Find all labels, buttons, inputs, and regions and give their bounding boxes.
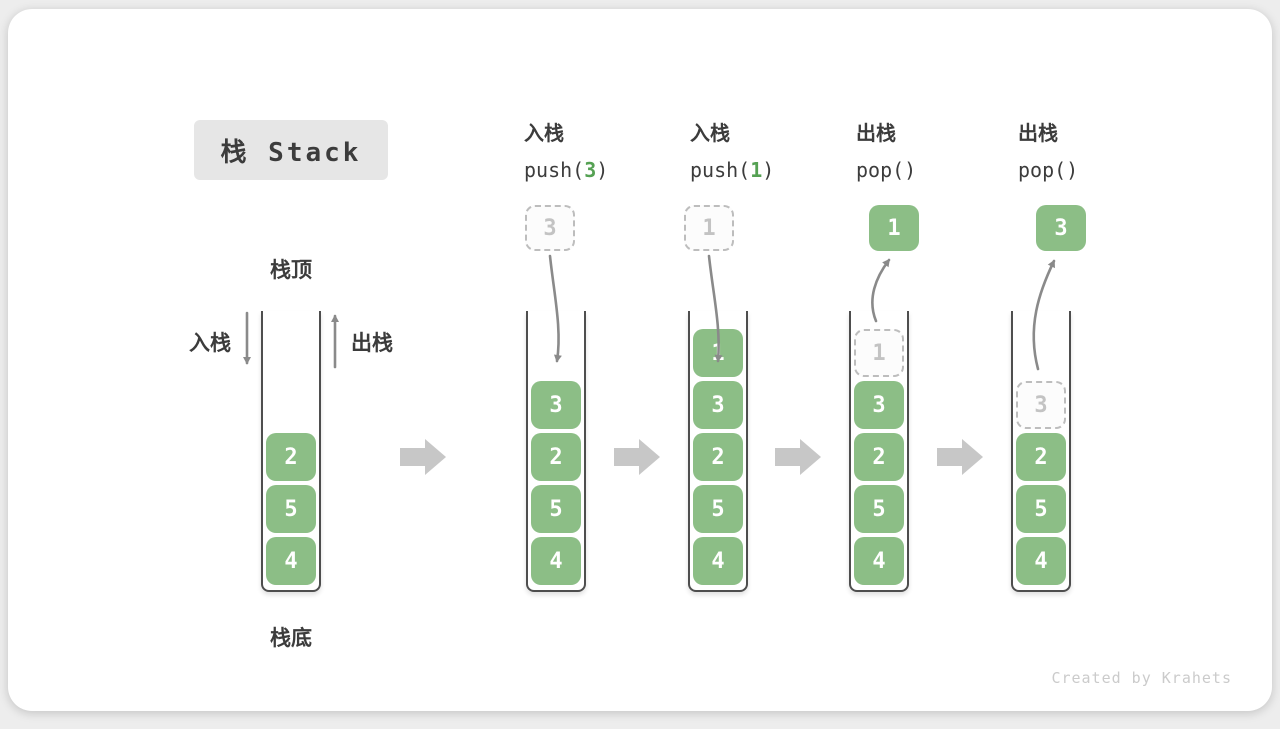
stack-slot-value: 3 xyxy=(531,381,581,429)
column-header-op-label: 出栈 xyxy=(856,121,896,145)
next-state-block-arrow xyxy=(937,439,983,475)
column-header-push-1: 入栈 push(1) xyxy=(690,115,774,189)
stack-slot-value: 3 xyxy=(854,381,904,429)
stack-top-label: 栈顶 xyxy=(270,258,312,282)
push-side-label: 入栈 xyxy=(189,331,231,355)
stack-slot-value: 4 xyxy=(531,537,581,585)
pending-push-value: 1 xyxy=(684,205,734,251)
column-header-code: pop() xyxy=(856,152,916,189)
popped-value: 1 xyxy=(869,205,919,251)
code-prefix: pop( xyxy=(856,158,905,182)
stack-slot-value: 5 xyxy=(266,485,316,533)
stack-slot-value: 4 xyxy=(854,537,904,585)
code-suffix: ) xyxy=(904,158,917,182)
stack-slot-value: 4 xyxy=(1016,537,1066,585)
column-header-op-label: 入栈 xyxy=(524,121,564,145)
pop-side-label: 出栈 xyxy=(351,331,393,355)
code-prefix: pop( xyxy=(1018,158,1067,182)
stack-slot-value: 5 xyxy=(1016,485,1066,533)
popped-value: 3 xyxy=(1036,205,1086,251)
column-header-code: pop() xyxy=(1018,152,1078,189)
stack-slot-value: 5 xyxy=(531,485,581,533)
column-header-code: push(1) xyxy=(690,152,774,189)
next-state-block-arrow xyxy=(775,439,821,475)
stack-slot-value: 2 xyxy=(1016,433,1066,481)
column-header-op-label: 入栈 xyxy=(690,121,730,145)
stack-slot-value: 5 xyxy=(693,485,743,533)
column-header-op-label: 出栈 xyxy=(1018,121,1058,145)
stack-slot-value: 3 xyxy=(693,381,743,429)
stack-slot-value: 4 xyxy=(693,537,743,585)
column-header-pop-1: 出栈 pop() xyxy=(856,115,916,189)
code-suffix: ) xyxy=(1066,158,1079,182)
watermark-credit: Created by Krahets xyxy=(1051,669,1232,687)
diagram-title: 栈 Stack xyxy=(194,120,388,180)
code-argument: 1 xyxy=(750,158,763,182)
code-suffix: ) xyxy=(762,158,775,182)
stack-slot-value: 5 xyxy=(854,485,904,533)
stack-slot-value: 1 xyxy=(693,329,743,377)
stack-slot-value: 2 xyxy=(266,433,316,481)
code-argument: 3 xyxy=(584,158,597,182)
code-suffix: ) xyxy=(596,158,609,182)
stack-slot-value: 2 xyxy=(531,433,581,481)
next-state-block-arrow xyxy=(400,439,446,475)
column-header-code: push(3) xyxy=(524,152,608,189)
pending-push-value: 3 xyxy=(525,205,575,251)
stack-slot-ghost: 1 xyxy=(854,329,904,377)
next-state-block-arrow xyxy=(614,439,660,475)
code-prefix: push( xyxy=(524,158,585,182)
stack-bottom-label: 栈底 xyxy=(270,626,312,650)
stack-slot-value: 4 xyxy=(266,537,316,585)
arrows-overlay xyxy=(243,254,1056,475)
stack-slot-ghost: 3 xyxy=(1016,381,1066,429)
code-prefix: push( xyxy=(690,158,751,182)
stack-slot-value: 2 xyxy=(854,433,904,481)
column-header-push-3: 入栈 push(3) xyxy=(524,115,608,189)
stack-slot-value: 2 xyxy=(693,433,743,481)
column-header-pop-3: 出栈 pop() xyxy=(1018,115,1078,189)
